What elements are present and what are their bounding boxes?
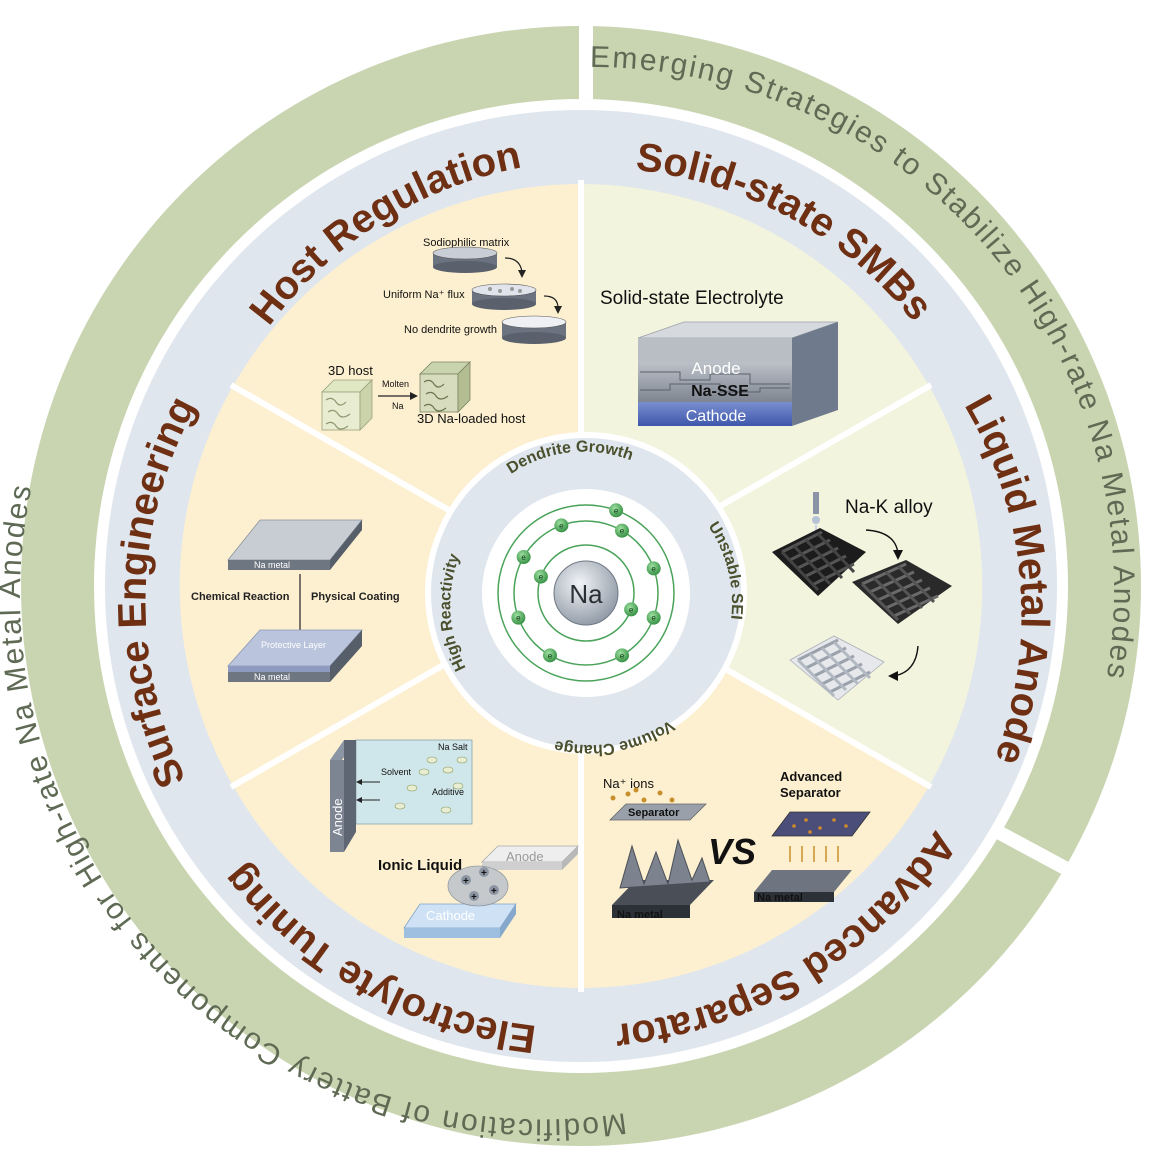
liquid-mesh-2 (852, 560, 952, 624)
surf-na-metal-label: Na metal (254, 560, 290, 570)
elec-molecules (394, 756, 468, 814)
solid-cathode-label: Cathode (686, 408, 747, 425)
panel-surface (179, 386, 581, 786)
liquid-panel: Na-K alloy (772, 492, 952, 701)
svg-text:+: + (481, 868, 487, 879)
na-atom: Na e e e e e e e e e e e (497, 503, 675, 682)
solid-title: Solid-state Electrolyte (600, 288, 784, 309)
sep-flux-lines (789, 846, 839, 862)
surf-chemical-label: Chemical Reaction (191, 591, 290, 603)
electron (554, 518, 569, 533)
elec-ionic-label: Ionic Liquid (378, 857, 462, 874)
solid-cathode-layer (638, 402, 792, 426)
surf-na-metal2-label: Na metal (254, 672, 290, 682)
orbit-1 (537, 544, 635, 642)
host-molten-label: Molten (382, 379, 409, 389)
sep-ion-dots (610, 787, 675, 803)
solid-panel: Solid-state Electrolyte Anode Na-SSE Cat… (600, 288, 839, 426)
outer-divider-bottom-right (996, 826, 1082, 882)
host-loaded-label: 3D Na-loaded host (417, 411, 526, 426)
electron (615, 648, 629, 663)
sep-adv-dots (792, 818, 848, 834)
sep-flat-metal (754, 870, 852, 892)
sep-advanced-label: Advanced (780, 769, 842, 784)
electron-label: e (559, 521, 564, 530)
panel-liquid (581, 386, 983, 786)
sep-na-metal-label: Na metal (617, 909, 663, 921)
electron-label: e (629, 605, 634, 614)
electron-label: e (614, 506, 619, 515)
surface-panel: Na metal Chemical Reaction Physical Coat… (191, 519, 400, 682)
electron (511, 610, 526, 625)
host-na-label: Na (392, 401, 404, 411)
electron (615, 523, 629, 538)
solid-sse-label: Na-SSE (691, 383, 749, 400)
electron-label: e (651, 564, 656, 573)
electron (646, 610, 661, 625)
electron (646, 561, 661, 576)
host-3d-label: 3D host (328, 363, 373, 378)
host-disc-1 (432, 246, 498, 273)
elec-anode-vertical-label: Anode (330, 798, 345, 836)
electron-label: e (539, 573, 544, 582)
surf-physical-label: Physical Coating (311, 591, 400, 603)
electron-label: e (651, 614, 656, 623)
host-disc-3 (501, 315, 567, 344)
svg-text:+: + (471, 892, 477, 903)
host-sodiophilic-label: Sodiophilic matrix (423, 237, 510, 249)
elec-ion-plus: + + + + (461, 867, 499, 903)
electron-label: e (548, 651, 553, 660)
sep-dendrite-metal (612, 838, 714, 918)
electron-label: e (516, 614, 521, 623)
host-uniform-label: Uniform Na⁺ flux (383, 289, 465, 301)
electrons: e e e e e e e e e e e (511, 503, 661, 663)
electrolyte-panel: Anode Na Salt Solvent Additive Ionic Liq… (330, 739, 579, 938)
sep-vs-label: VS (708, 831, 756, 872)
host-arrow-1 (504, 257, 523, 273)
electron-label: e (620, 527, 625, 536)
solid-anode-label: Anode (691, 359, 740, 378)
liquid-alloy-label: Na-K alloy (845, 497, 933, 518)
orbit-2 (513, 520, 659, 666)
electron (516, 550, 531, 564)
svg-text:+: + (491, 886, 497, 897)
liquid-mesh-1 (772, 528, 866, 596)
electron (533, 569, 548, 584)
host-loaded-cube (419, 361, 471, 413)
sep-separator-label: Separator (628, 807, 680, 819)
elec-solvent-label: Solvent (381, 767, 412, 777)
sep-separator2-label: Separator (780, 785, 841, 800)
sep-ions-label: Na⁺ ions (603, 776, 654, 791)
electron (543, 648, 557, 663)
host-3d-cube (321, 379, 373, 431)
electron (624, 602, 639, 617)
electron-label: e (620, 651, 625, 660)
sep-advanced-separator (771, 811, 871, 837)
elec-nasalt-label: Na Salt (438, 742, 468, 752)
solid-anode-layer (638, 338, 792, 362)
svg-text:+: + (463, 876, 469, 887)
sep-plain-separator (609, 803, 707, 821)
solid-side-face (792, 322, 838, 426)
host-panel: Sodiophilic matrix Uniform Na⁺ flux No d… (321, 237, 567, 431)
sep-na-metal2-label: Na metal (757, 892, 803, 904)
host-disc-2 (471, 283, 537, 310)
surf-protective-label: Protective Layer (261, 640, 326, 650)
solid-sse-layer (638, 362, 792, 402)
elec-ionic-droplet (447, 865, 509, 907)
liquid-mesh-3 (789, 635, 885, 701)
separator-panel: Na⁺ ions Separator Na metal VS Advanced … (603, 769, 871, 921)
electron-label: e (521, 553, 526, 562)
elec-anode-slab-label: Anode (506, 849, 544, 864)
orbit-3 (497, 504, 675, 682)
na-symbol: Na (569, 579, 603, 609)
elec-additive-label: Additive (432, 787, 464, 797)
electron (609, 503, 624, 518)
elec-cathode-slab-label: Cathode (426, 908, 475, 923)
host-nodendrite-label: No dendrite growth (404, 324, 497, 336)
na-nucleus (553, 560, 619, 626)
